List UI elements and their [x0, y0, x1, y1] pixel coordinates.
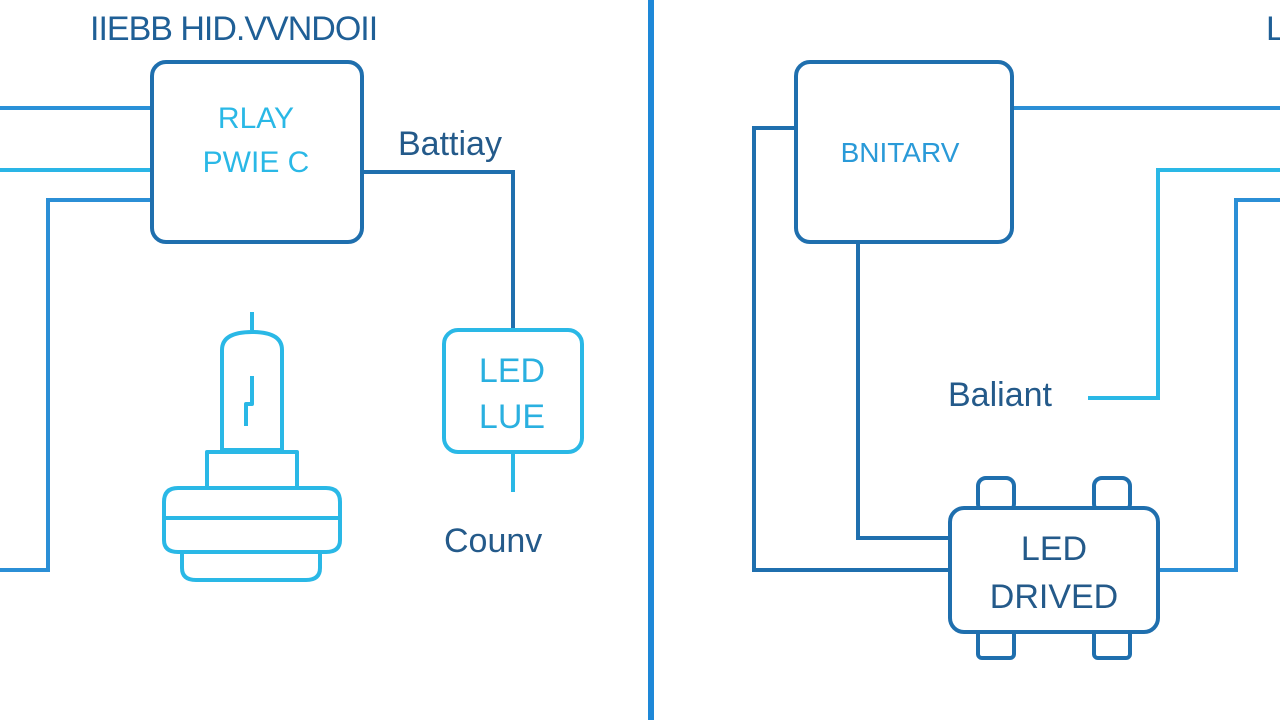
right-title-fragment: L [1266, 10, 1280, 48]
halogen-bulb-icon [162, 312, 342, 582]
wire-right-left-loop [752, 126, 952, 572]
battery-box-label: BNITARV [841, 137, 960, 168]
wire-ballast [1088, 168, 1280, 400]
wire-left-loop [0, 198, 154, 572]
ground-label: Counv [444, 522, 542, 560]
led-driver-line2: DRIVED [990, 578, 1118, 616]
left-title: IIEBB HID.VVNDOII [90, 10, 377, 48]
wire-right-inner [856, 240, 952, 540]
ballast-label: Baliant [948, 376, 1053, 414]
led-lue-box [442, 328, 584, 454]
wire-driver-right [1156, 198, 1280, 572]
led-driver-line1: LED [1021, 530, 1087, 568]
relay-box-line2: PWIE C [203, 146, 310, 179]
wire-relay-to-led [360, 170, 515, 332]
battery-box [794, 60, 1014, 244]
led-driver-box [948, 506, 1160, 634]
relay-box [150, 60, 364, 244]
led-lue-line1: LED [479, 352, 545, 390]
led-driver-component [948, 476, 1160, 660]
relay-box-line1: RLAY [218, 102, 294, 135]
battery-label: Battiay [398, 125, 502, 163]
led-lue-line2: LUE [479, 398, 545, 436]
